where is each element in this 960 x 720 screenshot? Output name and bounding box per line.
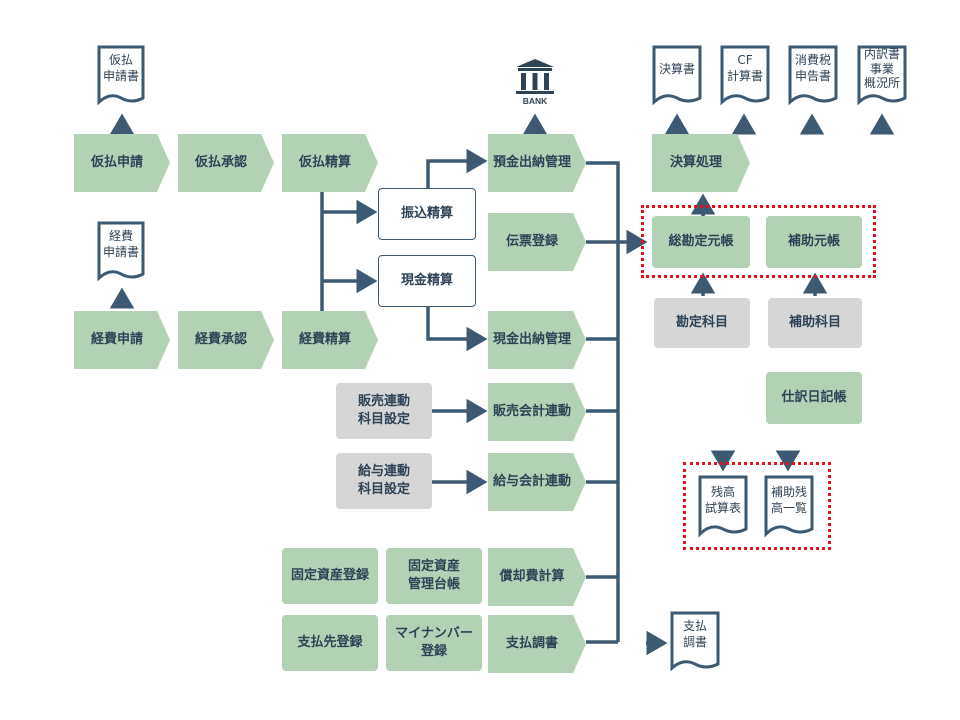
hanbai-renkei-line1: 販売連動 (357, 394, 410, 410)
keihi-seisan-node[interactable]: 経費精算 (282, 311, 378, 369)
mynumber-line2: 登録 (420, 644, 447, 659)
shoukyakuhi-node[interactable]: 償却費計算 (488, 548, 586, 606)
document-icon (97, 221, 145, 282)
kotei-daicho-line1: 固定資産 (407, 559, 460, 575)
trial-balance-highlight-box (683, 462, 831, 550)
karibarai-shounin-node[interactable]: 仮払承認 (178, 134, 274, 192)
kessan-shori-node[interactable]: 決算処理 (652, 134, 750, 192)
doc-line: 経費 (108, 229, 133, 243)
kotei-daicho-line2: 管理台帳 (407, 577, 460, 592)
bank-label: BANK (523, 96, 548, 106)
hanbai-kaikei-node[interactable]: 販売会計連動 (488, 383, 586, 441)
shiwake-nikki-node[interactable]: 仕訳日記帳 (766, 372, 862, 424)
to-genkin-suitou-arrow (426, 306, 488, 352)
doc-line: 申請書 (102, 244, 139, 259)
mynumber-line1: マイナンバー (395, 626, 473, 642)
to-yokin-arrow (426, 148, 488, 192)
doc-line: 申告書 (794, 68, 831, 83)
kessansho-doc[interactable]: 決算書 (651, 44, 703, 108)
genkin-seisan-node[interactable]: 現金精算 (378, 255, 476, 307)
doc-line: 補助残 (770, 485, 807, 499)
karibarai-shinseisho-doc[interactable]: 仮払申請書 (96, 44, 146, 108)
doc-line: 高一覧 (770, 500, 807, 515)
karibarai-seisan-node[interactable]: 仮払精算 (282, 134, 378, 192)
hanbai-renkei-setting-node[interactable]: 販売連動 科目設定 (336, 383, 432, 439)
hojo-kamoku-node[interactable]: 補助科目 (768, 298, 862, 348)
kotei-shisan-touroku-node[interactable]: 固定資産登録 (282, 548, 378, 604)
doc-line: 試算表 (704, 500, 741, 515)
doc-line: 調書 (682, 634, 707, 649)
doc-line: 決算書 (658, 62, 695, 76)
keihi-shinsei-node[interactable]: 経費申請 (74, 311, 170, 369)
keihi-shounin-node[interactable]: 経費承認 (178, 311, 274, 369)
doc-line: 仮払 (108, 53, 133, 67)
doc-line: 支払 (682, 619, 707, 633)
furikomi-seisan-node[interactable]: 振込精算 (378, 188, 476, 240)
keihi-shinseisho-doc[interactable]: 経費申請書 (96, 220, 146, 284)
doc-line: 事業 (869, 61, 894, 76)
shiharai-chousho-node[interactable]: 支払調書 (488, 615, 586, 673)
soukanjou-motochou-node[interactable]: 総勘定元帳 (652, 216, 750, 268)
doc-line: 内訳書 (863, 47, 900, 61)
document-icon (720, 45, 770, 106)
document-icon (698, 475, 748, 538)
doc-line: 計算書 (726, 68, 763, 83)
kyuyo-kaikei-node[interactable]: 給与会計連動 (488, 453, 586, 511)
karibarai-shinsei-node[interactable]: 仮払申請 (74, 134, 170, 192)
shiharaisaki-touroku-node[interactable]: 支払先登録 (282, 615, 378, 671)
shiharai-chousho-doc[interactable]: 支払調書 (669, 610, 721, 674)
collector-line (586, 161, 620, 642)
kyuyo-renkei-setting-node[interactable]: 給与連動 科目設定 (336, 453, 432, 509)
doc-line: 概況所 (863, 76, 900, 91)
kyuyo-renkei-line2: 科目設定 (357, 482, 410, 497)
zandaka-shisanhyo-doc[interactable]: 残高試算表 (697, 474, 749, 540)
document-icon (764, 475, 814, 538)
genkin-suitou-node[interactable]: 現金出納管理 (488, 311, 586, 369)
shouhizei-shinkokusho-doc[interactable]: 消費税申告書 (787, 44, 839, 108)
document-icon (652, 45, 702, 106)
document-icon (857, 45, 907, 106)
denpyo-touroku-node[interactable]: 伝票登録 (488, 213, 586, 271)
document-icon (788, 45, 838, 106)
hojo-motochou-node[interactable]: 補助元帳 (766, 216, 862, 268)
bank-icon: BANK (513, 58, 557, 106)
document-icon (97, 45, 145, 106)
hojo-zandaka-ichiran-doc[interactable]: 補助残高一覧 (763, 474, 815, 540)
ledger-highlight-box (641, 205, 876, 278)
doc-line: 残高 (710, 485, 735, 499)
doc-line: CF (737, 53, 753, 67)
hanbai-renkei-line2: 科目設定 (357, 412, 410, 427)
doc-line: 申請書 (102, 68, 139, 83)
document-icon (670, 611, 720, 672)
naiyakusho-doc[interactable]: 内訳書事業概況所 (856, 44, 908, 108)
kanjou-kamoku-node[interactable]: 勘定科目 (654, 298, 750, 348)
yokin-suitou-node[interactable]: 預金出納管理 (488, 134, 586, 192)
mynumber-touroku-node[interactable]: マイナンバー 登録 (386, 615, 482, 671)
doc-line: 消費税 (794, 53, 831, 67)
kotei-daicho-node[interactable]: 固定資産 管理台帳 (386, 548, 482, 604)
kyuyo-renkei-line1: 給与連動 (357, 464, 410, 480)
